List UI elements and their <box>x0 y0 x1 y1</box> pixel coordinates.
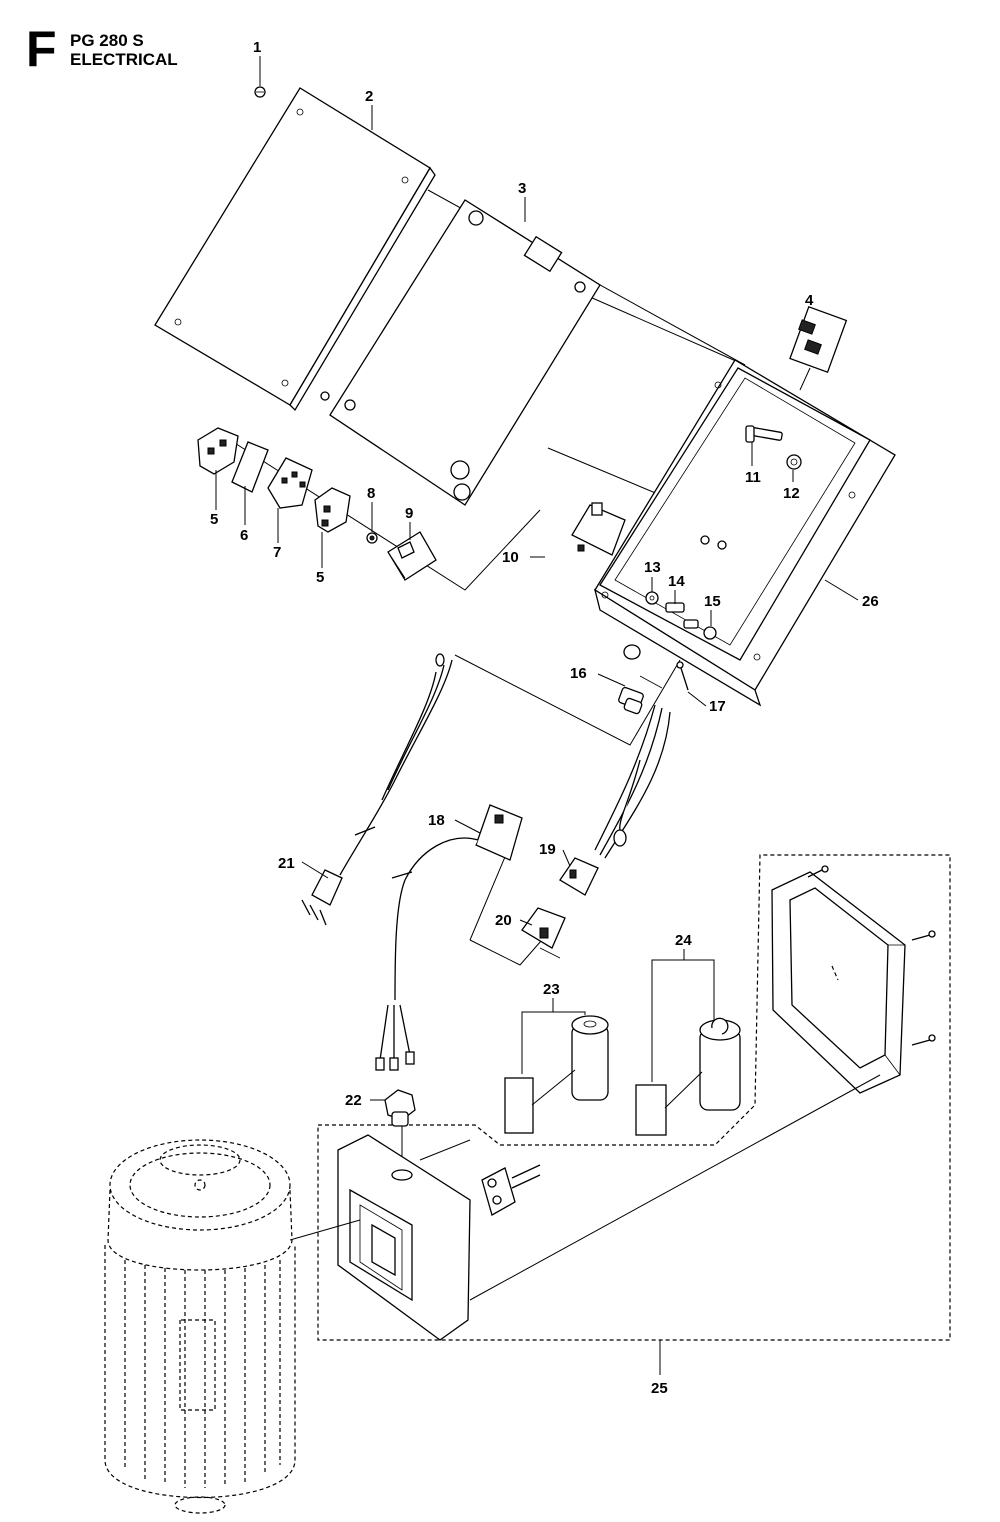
part-9-din-rail <box>387 531 437 581</box>
part-17-screw <box>676 661 689 691</box>
callout-2: 2 <box>365 88 373 105</box>
callout-7: 7 <box>273 544 281 561</box>
callout-13: 13 <box>644 559 661 576</box>
part-22-cable-gland <box>384 1089 416 1168</box>
model-name: PG 280 S <box>70 31 144 50</box>
callout-26: 26 <box>862 593 879 610</box>
part-5-end-clamp-2 <box>314 487 351 533</box>
part-2-cover-plate <box>154 87 436 412</box>
part-21-power-cord <box>301 653 453 926</box>
callout-12: 12 <box>783 485 800 502</box>
callout-10: 10 <box>502 549 519 566</box>
callout-1: 1 <box>253 39 261 56</box>
callout-9: 9 <box>405 505 413 522</box>
part-24-capacitor <box>635 959 741 1136</box>
section-title: ELECTRICAL <box>70 50 178 69</box>
callout-6: 6 <box>240 527 248 544</box>
callout-5b: 5 <box>316 569 324 586</box>
part-10-contactor <box>571 502 641 660</box>
callout-20: 20 <box>495 912 512 929</box>
callout-25: 25 <box>651 1380 668 1397</box>
callout-3: 3 <box>518 180 526 197</box>
electric-motor-reference <box>104 1139 296 1514</box>
part-8-screw <box>366 532 378 544</box>
part-16-cable-gland <box>618 675 663 715</box>
callout-18: 18 <box>428 812 445 829</box>
part-20-holder <box>521 907 566 959</box>
part-7-terminal-block <box>267 457 313 509</box>
part-4-switch <box>789 306 848 391</box>
frame-leader-lines <box>289 1074 881 1301</box>
callout-22: 22 <box>345 1092 362 1109</box>
part-3-gasket-plate <box>329 199 601 506</box>
part-14-screw <box>665 602 685 613</box>
callout-21: 21 <box>278 855 295 872</box>
motor-terminal-box <box>337 1134 471 1341</box>
part-12-washer <box>786 454 802 470</box>
callout-5: 5 <box>210 511 218 528</box>
part-18-motor-cable <box>375 804 523 1071</box>
part-15-nut <box>683 619 717 640</box>
callout-23: 23 <box>543 981 560 998</box>
callout-24: 24 <box>675 932 692 949</box>
part-23-capacitor <box>504 1011 609 1134</box>
callout-4: 4 <box>805 292 814 309</box>
part-25-terminal-cover <box>771 865 936 1094</box>
callout-16: 16 <box>570 665 587 682</box>
callout-8: 8 <box>367 485 375 502</box>
part-19-wire-harness <box>559 704 671 896</box>
terminal-plate <box>481 1164 541 1216</box>
part-1-screw <box>254 86 266 98</box>
callout-19: 19 <box>539 841 556 858</box>
part-5-end-clamp <box>197 427 239 475</box>
callout-11: 11 <box>745 469 761 486</box>
callout-labels: 1 2 3 4 5 6 7 5 8 9 10 11 12 13 14 15 16… <box>210 39 879 1397</box>
dashed-group-frame <box>317 854 951 1341</box>
part-6-end-plate <box>231 441 269 493</box>
part-13-washer <box>645 535 727 605</box>
callout-14: 14 <box>668 573 685 590</box>
part-11-bolt <box>745 425 783 443</box>
callout-17: 17 <box>709 698 726 715</box>
section-letter: F <box>26 21 57 77</box>
callout-15: 15 <box>704 593 721 610</box>
